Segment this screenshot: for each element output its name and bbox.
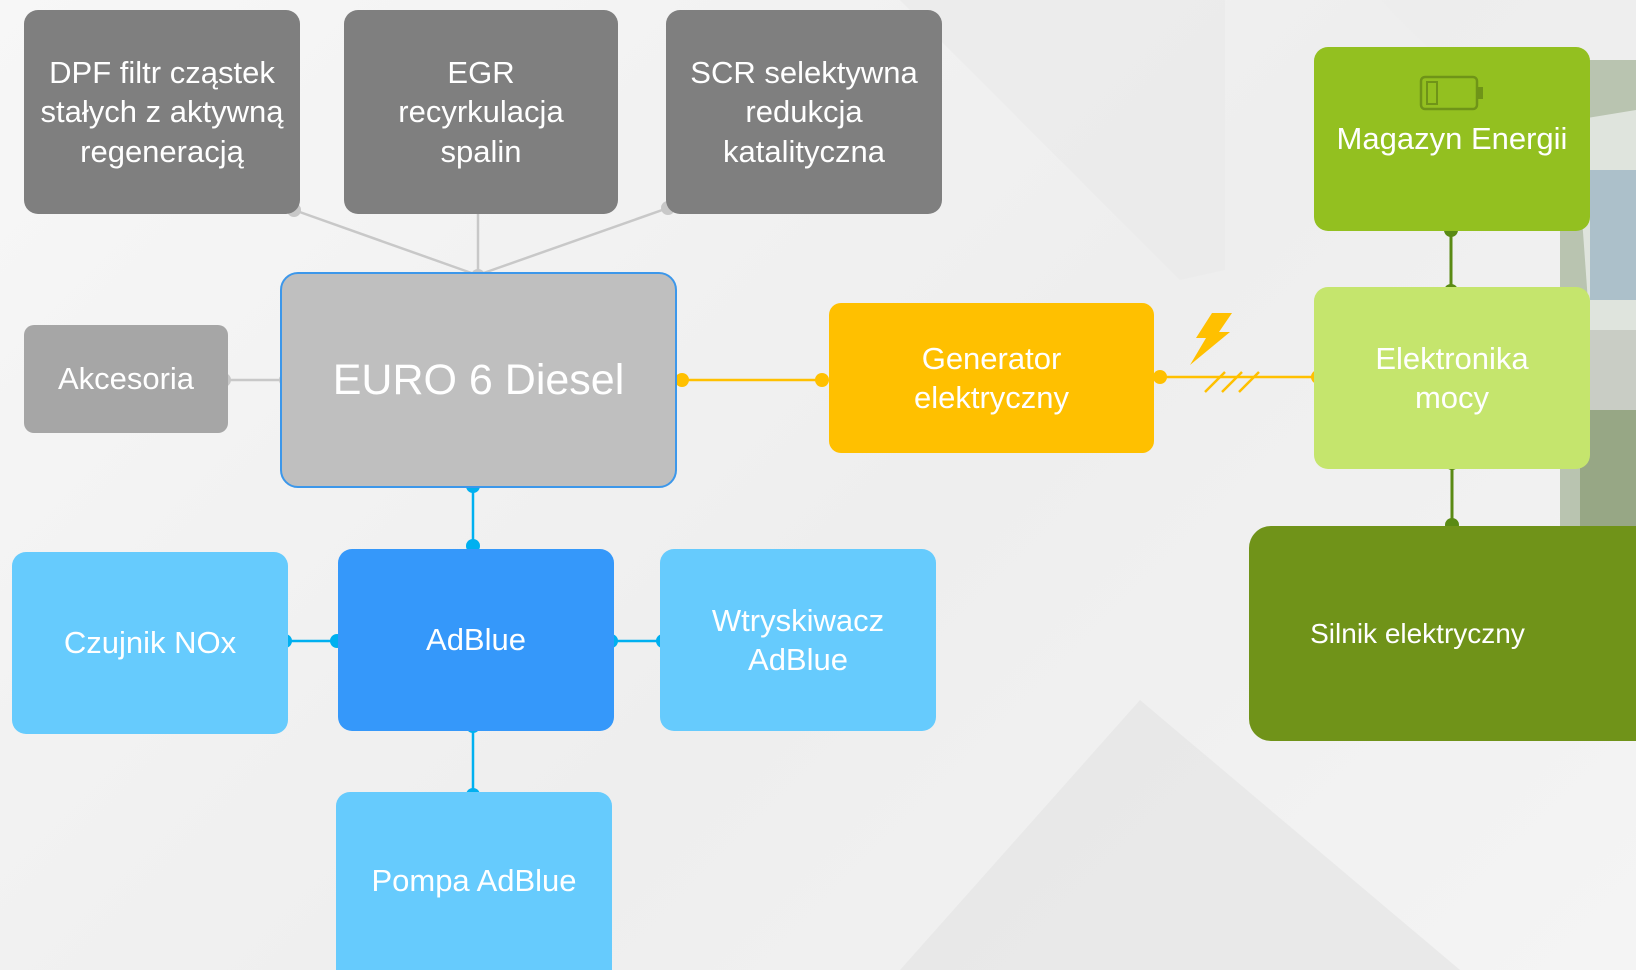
connector-dot [675,373,689,387]
egr-label: EGR recyrkulacja spalin [398,55,564,169]
adblue-label: AdBlue [426,622,526,658]
nox-sensor-label: Czujnik NOx [63,625,237,661]
scr-label: SCR selektywna redukcja katalityczna [690,55,918,169]
energy-storage-box: Magazyn Energii [1314,47,1590,231]
power-electronics-label: Elektronika mocy [1375,340,1529,415]
adblue-box: AdBlue [338,549,614,731]
connector-dot [1153,370,1167,384]
generator-box: Generator elektryczny [829,303,1154,453]
accessories-box: Akcesoria [24,325,228,433]
injector-label: Wtryskiwacz AdBlue [711,602,885,677]
electric-motor-box: Silnik elektryczny [1249,526,1636,741]
electric-motor-label: Silnik elektryczny [1310,617,1525,649]
connector-dot [815,373,829,387]
engine-label: EURO 6 Diesel [332,355,625,404]
battery-icon [1419,75,1483,111]
dpf-box: DPF filtr cząstek stałych z aktywną rege… [24,10,300,214]
injector-box: Wtryskiwacz AdBlue [660,549,936,731]
energy-storage-label: Magazyn Energii [1336,121,1568,157]
power-electronics-box: Elektronika mocy [1314,287,1590,469]
dpf-label: DPF filtr cząstek stałych z aktywną rege… [40,55,284,169]
pump-label: Pompa AdBlue [371,863,577,899]
generator-label: Generator elektryczny [913,340,1070,415]
accessories-label: Akcesoria [57,361,195,397]
lightning-icon [1190,313,1232,365]
pump-box: Pompa AdBlue [336,792,612,970]
scr-box: SCR selektywna redukcja katalityczna [666,10,942,214]
egr-box: EGR recyrkulacja spalin [344,10,618,214]
nox-sensor-box: Czujnik NOx [12,552,288,734]
engine-box: EURO 6 Diesel [280,272,677,488]
